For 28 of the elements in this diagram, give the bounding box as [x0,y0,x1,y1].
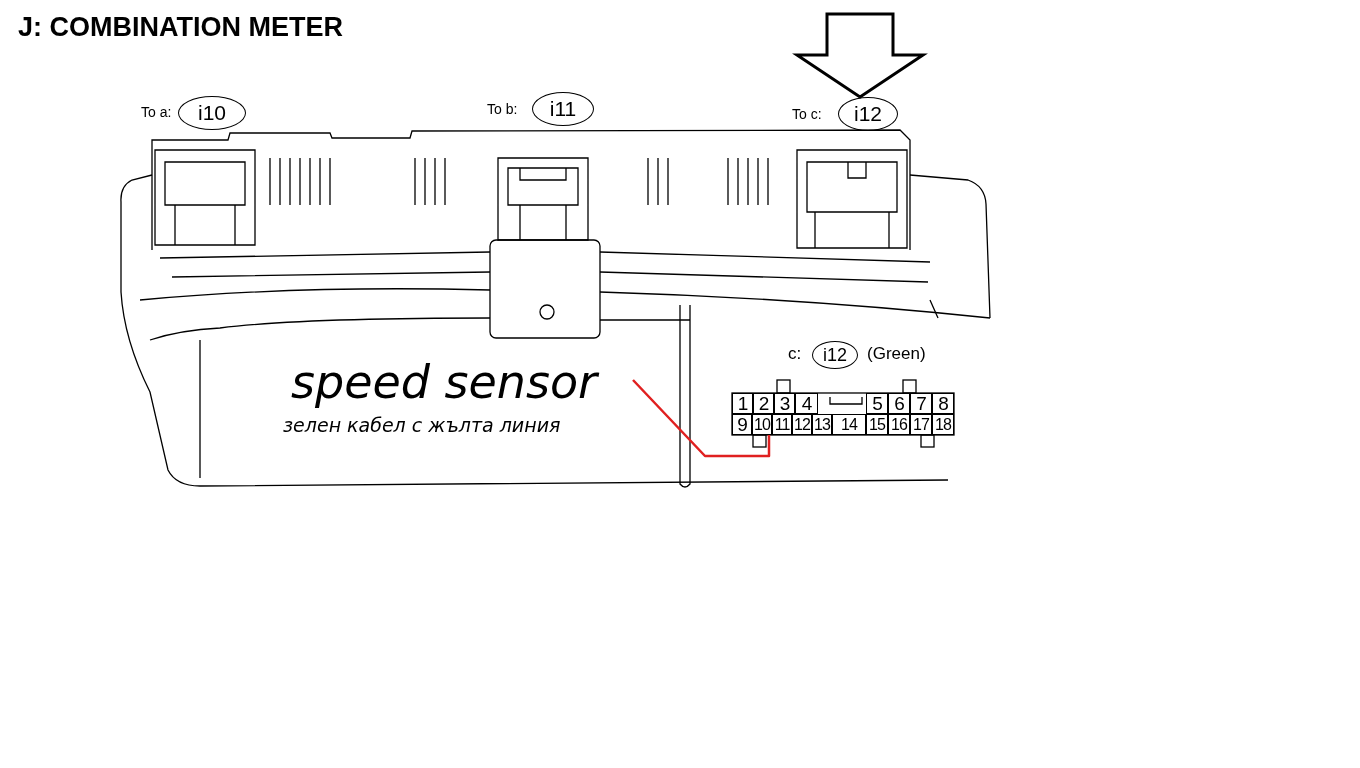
sensor-name: speed sensor [291,354,598,411]
wire-description: зелен кабел с жълта линия [283,413,562,438]
pin-cell: 13 [812,414,832,435]
pin-cell: 10 [752,414,772,435]
pin-cell: 5 [866,393,888,414]
connector-caption: To b: [487,101,518,117]
pin-cell: 1 [732,393,753,414]
block-arrow [792,12,928,99]
pin-cell: 8 [932,393,954,414]
pin-cell: 12 [792,414,812,435]
pin-cell: 7 [910,393,932,414]
connector-caption: c: [788,344,802,364]
connector-caption: (Green) [867,344,926,364]
pin-cell: 4 [795,393,818,414]
pin-cell: 16 [888,414,910,435]
diagram-title: J: COMBINATION METER [18,12,343,43]
pin-cell: 14 [832,414,866,435]
pin-cell: 18 [932,414,954,435]
pin-cell: 3 [774,393,795,414]
pin-cell: 2 [753,393,774,414]
pin-cell: 15 [866,414,888,435]
pin-cell: 9 [732,414,752,435]
connector-caption: To c: [792,106,822,122]
pin-cell: 17 [910,414,932,435]
pin-cell: 11 [772,414,792,435]
leader-line [632,379,771,458]
connector-caption: To a: [141,104,172,120]
pin-cell: 6 [888,393,910,414]
